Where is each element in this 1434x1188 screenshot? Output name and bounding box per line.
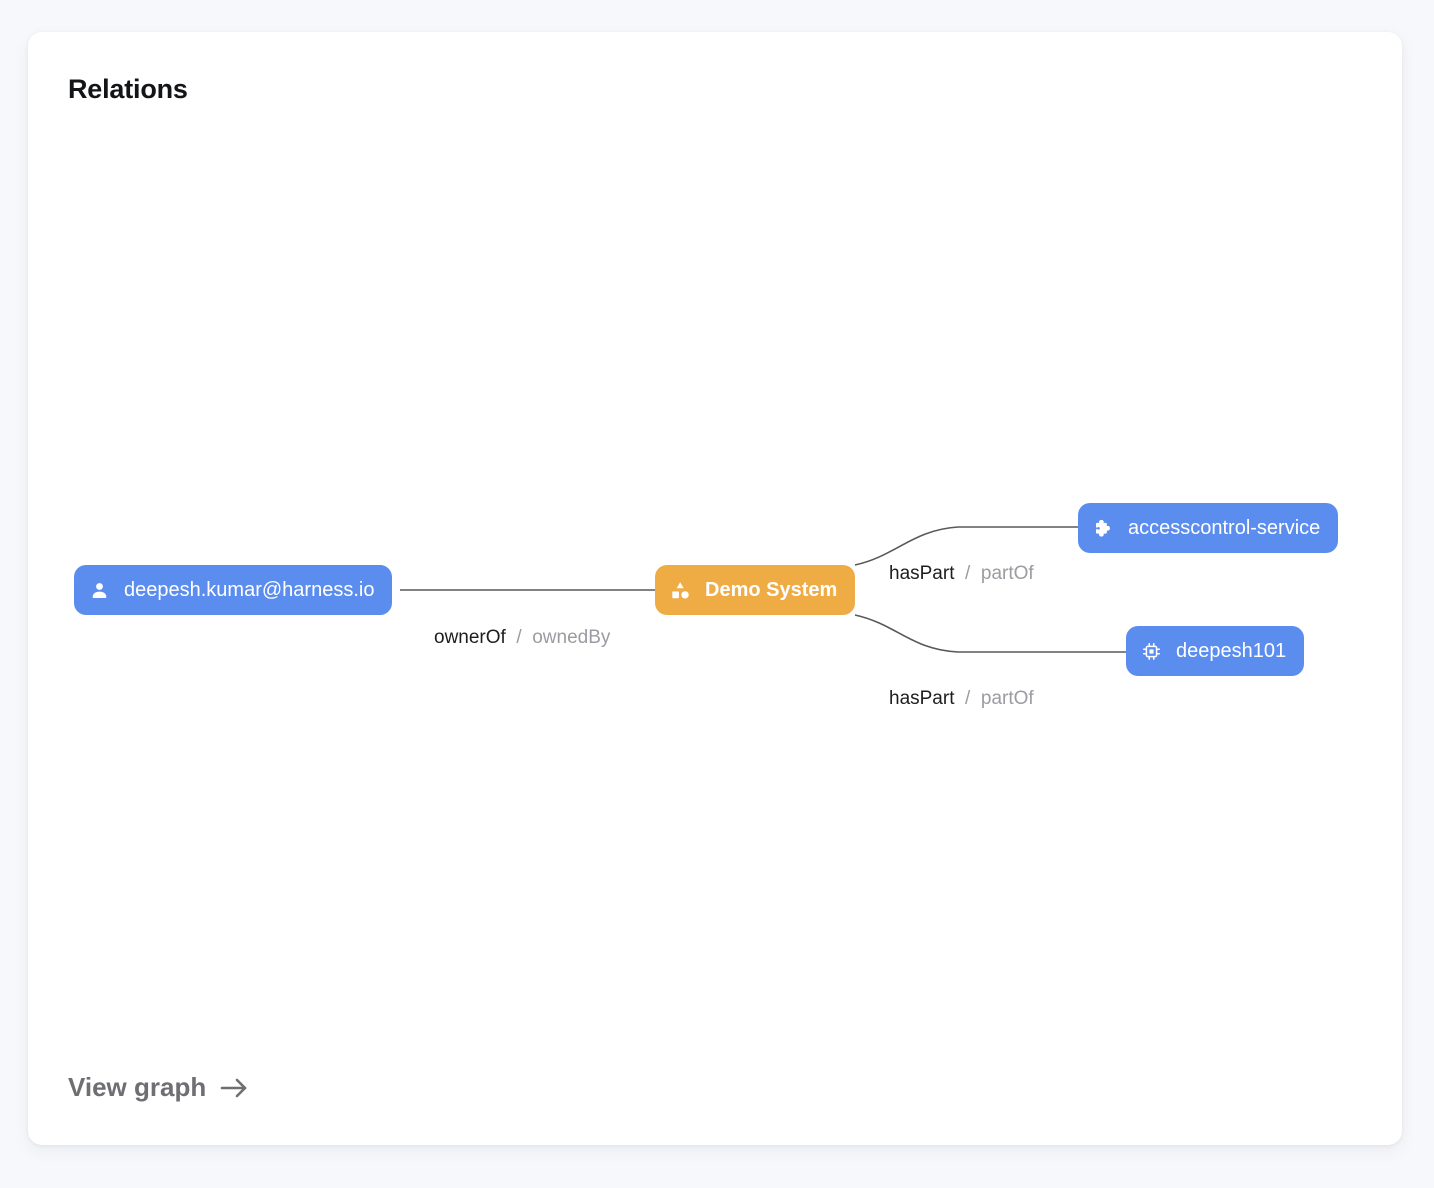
edge-path-part-top [854,526,1078,566]
view-graph-label: View graph [68,1072,207,1102]
relations-card: Relations deepesh.kumar@harness.io [28,32,1402,1145]
edge-label-part-bottom: hasPart / partOf [889,689,1034,708]
relations-graph[interactable]: deepesh.kumar@harness.io Demo System acc… [28,32,1402,1145]
puzzle-piece-icon [1092,517,1114,539]
arrow-right-icon [219,1076,249,1100]
chip-icon [1140,640,1162,662]
edge-label-part-top: hasPart / partOf [889,564,1034,583]
graph-node-label: deepesh.kumar@harness.io [124,579,375,601]
graph-node-user[interactable]: deepesh.kumar@harness.io [74,565,393,615]
person-icon [88,579,110,601]
graph-node-label: accesscontrol-service [1128,517,1321,539]
page-title: Relations [68,74,188,104]
edge-path-part-bottom [854,614,1126,653]
edge-label-separator: / [959,563,976,584]
edge-label-separator: / [959,688,976,709]
edge-label-owner: ownerOf / ownedBy [434,628,610,647]
edge-label-forward: ownerOf [434,627,506,648]
edge-label-reverse: partOf [980,563,1034,584]
graph-node-resource[interactable]: deepesh101 [1126,626,1305,676]
edge-label-forward: hasPart [889,688,955,709]
graph-node-component[interactable]: accesscontrol-service [1078,503,1339,553]
graph-node-label: deepesh101 [1176,640,1287,662]
edge-label-separator: / [511,627,527,648]
graph-node-label: Demo System [705,579,838,601]
edge-label-forward: hasPart [889,563,955,584]
shapes-icon [669,579,691,601]
graph-node-system[interactable]: Demo System [655,565,856,615]
view-graph-link[interactable]: View graph [68,1072,249,1103]
edge-label-reverse: partOf [980,688,1034,709]
edge-label-reverse: ownedBy [532,627,611,648]
